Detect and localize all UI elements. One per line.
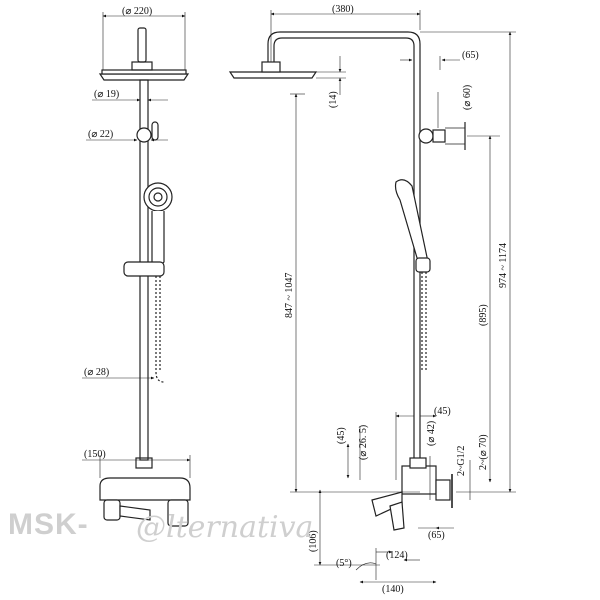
dim-rail-range: 847 ~ 1047 bbox=[284, 273, 295, 318]
dim-height-106: (106) bbox=[308, 530, 319, 552]
dim-vertical-45: (45) bbox=[336, 427, 347, 444]
dim-top-offset: (65) bbox=[462, 50, 479, 61]
side-view bbox=[228, 10, 516, 584]
dim-diameter-42: (⌀ 42) bbox=[426, 421, 437, 446]
dim-diameter-70: 2~(⌀ 70) bbox=[478, 434, 489, 470]
dim-width-124: (124) bbox=[386, 550, 408, 561]
dim-wall-bracket-diameter: (⌀ 60) bbox=[462, 85, 473, 110]
dim-arm-pipe-diameter: (⌀ 19) bbox=[94, 89, 119, 100]
dim-hose-diameter: (⌀ 28) bbox=[84, 367, 109, 378]
front-view bbox=[82, 12, 191, 527]
dim-head-thickness: (14) bbox=[328, 91, 339, 108]
dim-mixer-width: (150) bbox=[84, 449, 106, 460]
dim-slider-diameter: (⌀ 22) bbox=[88, 129, 113, 140]
dim-head-diameter: (⌀ 220) bbox=[122, 6, 152, 17]
watermark-brand: MSK- bbox=[8, 508, 89, 541]
dim-width-140: (140) bbox=[382, 584, 404, 595]
dim-angle-5: (5°) bbox=[336, 558, 352, 569]
dim-bottom-offset: (65) bbox=[428, 530, 445, 541]
dim-diameter-26-5: (⌀ 26. 5) bbox=[358, 425, 369, 460]
dim-total-range: 974 ~ 1174 bbox=[498, 243, 509, 288]
dim-bracket-height: (895) bbox=[478, 304, 489, 326]
dim-offset-45: (45) bbox=[434, 406, 451, 417]
dim-arm-reach: (380) bbox=[332, 4, 354, 15]
dim-connection-thread: 2~G1/2 bbox=[456, 446, 467, 476]
watermark-script: @lternativa bbox=[136, 510, 314, 545]
